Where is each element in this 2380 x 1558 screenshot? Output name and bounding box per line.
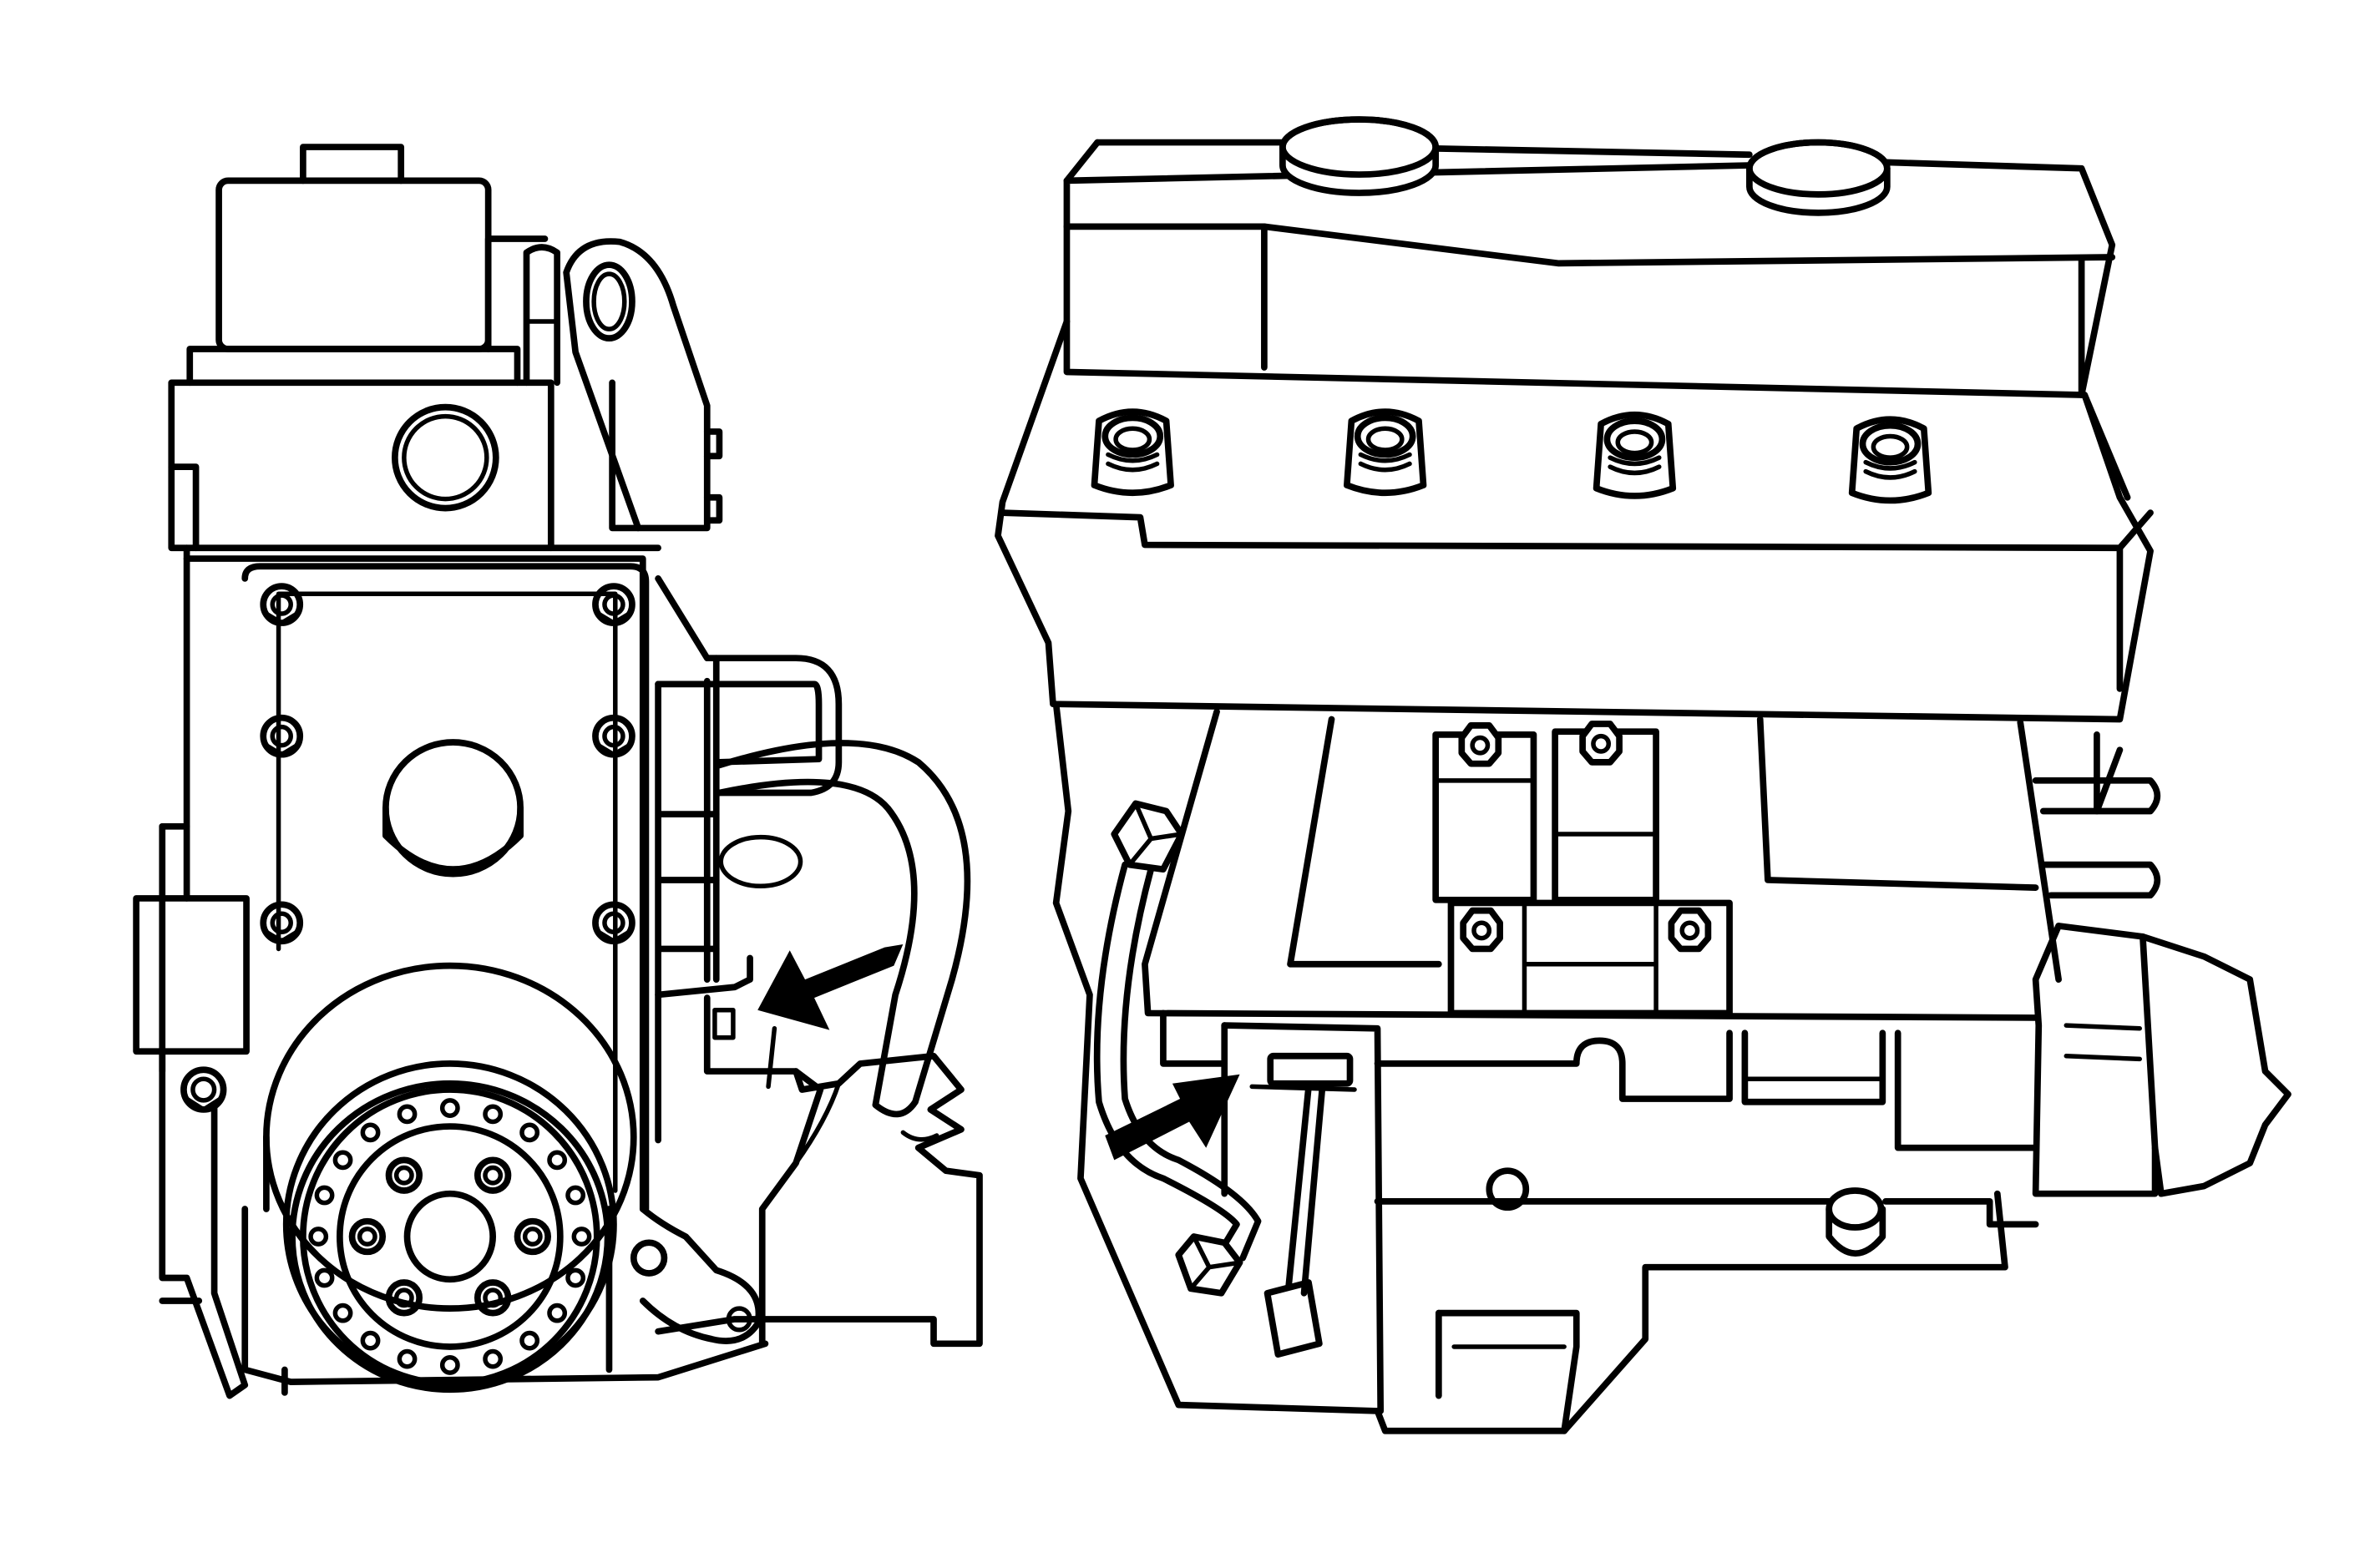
pulley-bolts (348, 1156, 551, 1317)
engine-side-view (995, 116, 2291, 1434)
valve-cover-cap (1279, 116, 1440, 196)
drain-plug (1826, 1187, 1886, 1257)
spark-plug-tube (1344, 408, 1427, 497)
valve-cover-cap (1746, 139, 1891, 216)
engine-front-view (133, 144, 983, 1399)
spark-plug-tube (1593, 411, 1677, 499)
arrow-icon (757, 943, 904, 1030)
cover-bolts (260, 583, 636, 945)
spark-plug-tube (1091, 408, 1174, 497)
arrow-icon (1105, 1074, 1240, 1161)
fuel-line (1093, 800, 1262, 1297)
spark-plug-tube (1848, 416, 1932, 504)
pulley-holes (308, 1098, 592, 1375)
cap-bolts (1458, 721, 1712, 953)
